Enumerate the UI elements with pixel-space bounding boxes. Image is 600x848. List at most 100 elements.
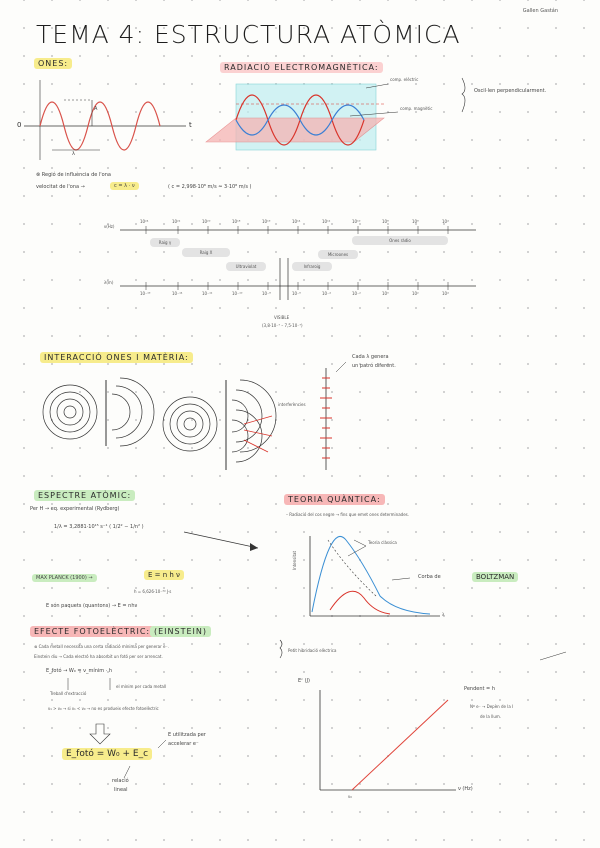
interaccio-heading: INTERACCIÓ ONES I MATÈRIA: (40, 352, 193, 363)
boltzman-label: BOLTZMAN (472, 572, 519, 582)
wave-circles-2 (162, 396, 218, 452)
interaccio-note-1: Cada λ genera (352, 354, 389, 360)
rydberg-formula: 1/λ = 3,2881·10¹⁵ s⁻¹ ( 1/2² − 1/n² ) (54, 524, 144, 530)
lambda-tick-label: 10⁴ (442, 291, 449, 296)
threshold-eq: ν₁ > ν₀ → si ν₁ < ν₀ → no es produeix ef… (48, 706, 159, 711)
lambda-tick-label: 10⁰ (382, 291, 389, 296)
fotoelectric-line-2: Einstein diu → Cada electró ha absorbit … (34, 654, 163, 659)
planck-constant: h = 6,626·10⁻³⁴ J·s (134, 589, 172, 594)
arrow-line (183, 531, 259, 549)
quanta-note: E són paquets (quantons) → E = nhν (46, 603, 138, 609)
interference-pattern (320, 377, 332, 459)
nu-tick-label: 10²⁰ (202, 219, 211, 224)
band-x: Raig X (182, 248, 230, 257)
nu-tick-label: 10²⁴ (140, 219, 149, 224)
spectrum-ticks (145, 226, 449, 290)
blue-curve (311, 535, 431, 615)
ones-note-1: ⊗ Regió de influència de l'ona (36, 172, 111, 178)
ones-note-2: velocitat de l'ona → (36, 184, 85, 190)
brace (461, 77, 466, 113)
lambda-tick-label: 10⁻¹² (202, 291, 213, 296)
graph-note-2: de la llum. (480, 714, 502, 719)
visible-range: (3,8·10⁻⁷ – 7,5·10⁻⁷) (262, 323, 303, 328)
corba-label: Corba de (418, 574, 441, 580)
ones-heading: ONES: (34, 58, 73, 69)
visible-label: VISIBLE (274, 315, 290, 320)
lambda-tick-label: 10⁻⁸ (262, 291, 271, 296)
spectrum-nu-label: ν(Hz) (104, 224, 115, 229)
em-magnetic-wave (235, 104, 365, 136)
interferencies-label: interferències (278, 402, 306, 407)
lambda-label: λ (72, 151, 75, 157)
amplitude-label: A (94, 106, 98, 112)
pendent-h-line (351, 699, 449, 791)
graph-note-1: Nº e⁻ → Depèn de la I (470, 704, 514, 709)
teoria-heading: TEORIA QUÀNTICA: (284, 494, 385, 505)
em-magnetic-plane (205, 117, 385, 143)
planck-heading: MAX PLANCK (1900) → (32, 574, 97, 582)
band-gamma: Raig γ (150, 238, 180, 247)
radiacio-heading: RADIACIÓ ELECTROMAGNÈTICA: (220, 62, 383, 73)
red-curve (329, 590, 391, 615)
photo-origin-label: ν₀ (348, 794, 352, 799)
final-rel-2: lineal (114, 787, 128, 793)
photo-x-label: ν (Hz) (458, 786, 473, 792)
boltzman-x-label: λ (442, 612, 445, 617)
lambda-tick-label: 10⁻⁶ (292, 291, 301, 296)
work-function-sub-1: Treball d'extracció (50, 691, 87, 696)
diffraction-arcs-2 (231, 379, 277, 463)
work-function-sub-2: el mínim per cada metall (116, 684, 167, 689)
intensitat-axis-label: Intensitat (292, 550, 297, 570)
lambda-tick-label: 10⁻¹⁶ (140, 291, 151, 296)
spectrum-lambda-label: λ(m) (104, 280, 114, 285)
teoria-classica-label: Teoria clàssica (368, 540, 397, 545)
lambda-tick-label: 10² (412, 291, 419, 296)
work-function-eq: E_fotó → W₀ = ν_mínim · h (46, 668, 113, 674)
fotoelectric-line-1: ⊗ Cada metall necessita una certa radiac… (34, 644, 169, 649)
einstein-label: (EINSTEIN) (150, 626, 212, 637)
band-microones: Microones (318, 250, 358, 259)
final-rel-1: relació (112, 778, 129, 784)
interference-lines (243, 415, 273, 453)
nu-tick-label: 10⁸ (382, 219, 389, 224)
lambda-tick-label: 10⁻¹⁴ (172, 291, 183, 296)
fotoelectric-side-note: Petit hibridació elèctrica (288, 648, 337, 653)
lambda-tick-label: 10⁻² (352, 291, 361, 296)
interaccio-note-2: un patró diferent. (352, 363, 396, 369)
comp-magnetic-label: comp. magnètic (400, 106, 433, 111)
final-note-2: accelerar e⁻ (168, 741, 199, 747)
espectre-line-1: Per H → eq. experimental (Rydberg) (30, 506, 120, 512)
nu-tick-label: 10⁶ (412, 219, 419, 224)
oscillen-note: Oscil·len perpendicularment. (474, 88, 547, 94)
nu-tick-label: 10⁴ (442, 219, 449, 224)
nu-tick-label: 10¹⁸ (232, 219, 241, 224)
comp-electric-label: comp. elèctric (390, 77, 419, 82)
nu-tick-label: 10¹⁰ (352, 219, 361, 224)
band-ir: Infraroig (292, 262, 332, 271)
nu-tick-label: 10¹² (322, 219, 331, 224)
wave-circles-1 (42, 384, 98, 440)
lambda-tick-label: 10⁻¹⁰ (232, 291, 243, 296)
espectre-heading: ESPECTRE ATÒMIC: (34, 490, 136, 501)
fotoelectric-heading: EFECTE FOTOELÈCTRIC: (30, 626, 155, 637)
planck-formula: E = n h ν (144, 570, 184, 580)
author-name: Gallen Gastán (522, 8, 558, 14)
band-radio: Ones ràdio (352, 236, 448, 245)
page-title: TEMA 4: ESTRUCTURA ATÒMICA (36, 20, 461, 49)
einstein-final-formula: E_fotó = W₀ + E_c (62, 748, 153, 760)
ones-axis-end-label: t (189, 121, 192, 129)
formula-c-lambda-nu: c = λ · ν (110, 182, 139, 190)
speed-of-light: ( c = 2,998·10⁸ m/s ≃ 3·10⁸ m/s ) (168, 184, 252, 190)
final-note-1: E utilitzada per (168, 732, 206, 738)
photo-y-label: Eᶜ (J) (298, 678, 310, 684)
band-uv: Ultraviolat (226, 262, 266, 271)
down-arrow-icon (89, 723, 111, 745)
nu-tick-label: 10²² (172, 219, 181, 224)
sine-wave (39, 101, 161, 151)
nu-tick-label: 10¹⁴ (292, 219, 301, 224)
ones-origin-label: 0 (17, 121, 22, 129)
pendent-label: Pendent = h (464, 686, 495, 692)
nu-tick-label: 10¹⁶ (262, 219, 271, 224)
teoria-line-1: – Radiació del cos negre → fins que emet… (286, 512, 410, 517)
